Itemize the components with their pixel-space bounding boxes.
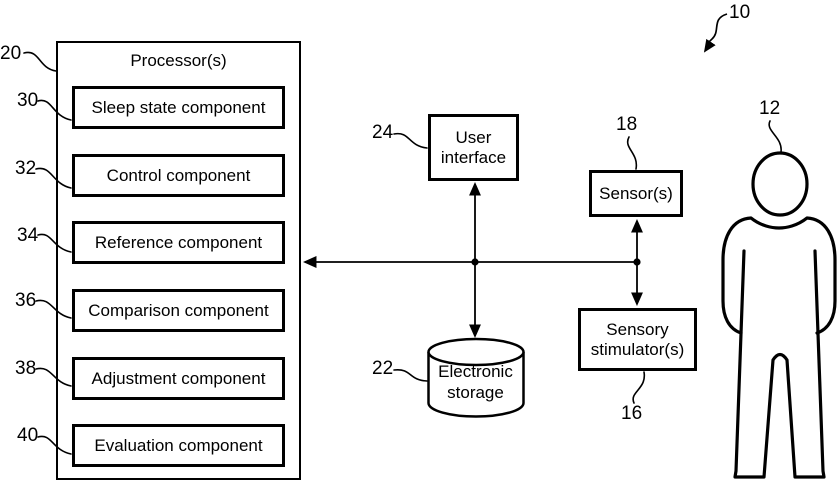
- junction-dot-user-interface: [471, 258, 479, 266]
- ref-20: 20: [0, 43, 22, 64]
- reference-component-box: Reference component: [72, 221, 285, 264]
- control-component-box: Control component: [72, 154, 285, 197]
- reference-component-label: Reference component: [94, 232, 263, 252]
- user-interface-label: User interface: [440, 127, 507, 167]
- electronic-storage-label: Electronic storage: [438, 362, 513, 402]
- sensors-box: Sensor(s): [589, 170, 683, 217]
- processor-title: Processor(s): [130, 51, 227, 70]
- ref-22: 22: [372, 358, 394, 379]
- ref-32: 32: [15, 158, 37, 179]
- ref-24: 24: [372, 122, 394, 143]
- ref-10: 10: [729, 2, 751, 23]
- junction-dot-sensors: [633, 258, 641, 266]
- comparison-component-box: Comparison component: [72, 289, 285, 332]
- control-component-label: Control component: [106, 165, 251, 185]
- adjustment-component-label: Adjustment component: [91, 368, 266, 388]
- adjustment-component-box: Adjustment component: [72, 357, 285, 400]
- ref-40: 40: [17, 425, 39, 446]
- ref-30: 30: [17, 90, 39, 111]
- sleep-state-component-label: Sleep state component: [91, 97, 266, 117]
- sleep-state-component-box: Sleep state component: [72, 86, 285, 129]
- leader-16: [632, 371, 646, 404]
- person-icon: [721, 151, 837, 479]
- sensors-label: Sensor(s): [599, 183, 673, 203]
- leader-22: [393, 369, 428, 382]
- leader-24: [393, 132, 428, 149]
- ref-12: 12: [759, 98, 781, 119]
- comparison-component-label: Comparison component: [88, 300, 269, 320]
- sensory-stimulators-box: Sensory stimulator(s): [578, 308, 697, 371]
- evaluation-component-label: Evaluation component: [94, 435, 263, 455]
- system-ref-arrow: [703, 13, 728, 53]
- leader-12: [768, 120, 782, 153]
- ref-16: 16: [621, 403, 643, 424]
- evaluation-component-box: Evaluation component: [72, 424, 285, 467]
- sensory-stimulators-label: Sensory stimulator(s): [590, 319, 685, 359]
- leader-18: [626, 136, 638, 170]
- user-interface-box: User interface: [428, 114, 519, 181]
- ref-18: 18: [616, 114, 638, 135]
- ref-36: 36: [15, 290, 37, 311]
- ref-38: 38: [15, 358, 37, 379]
- leader-20: [23, 51, 57, 72]
- ref-34: 34: [17, 225, 39, 246]
